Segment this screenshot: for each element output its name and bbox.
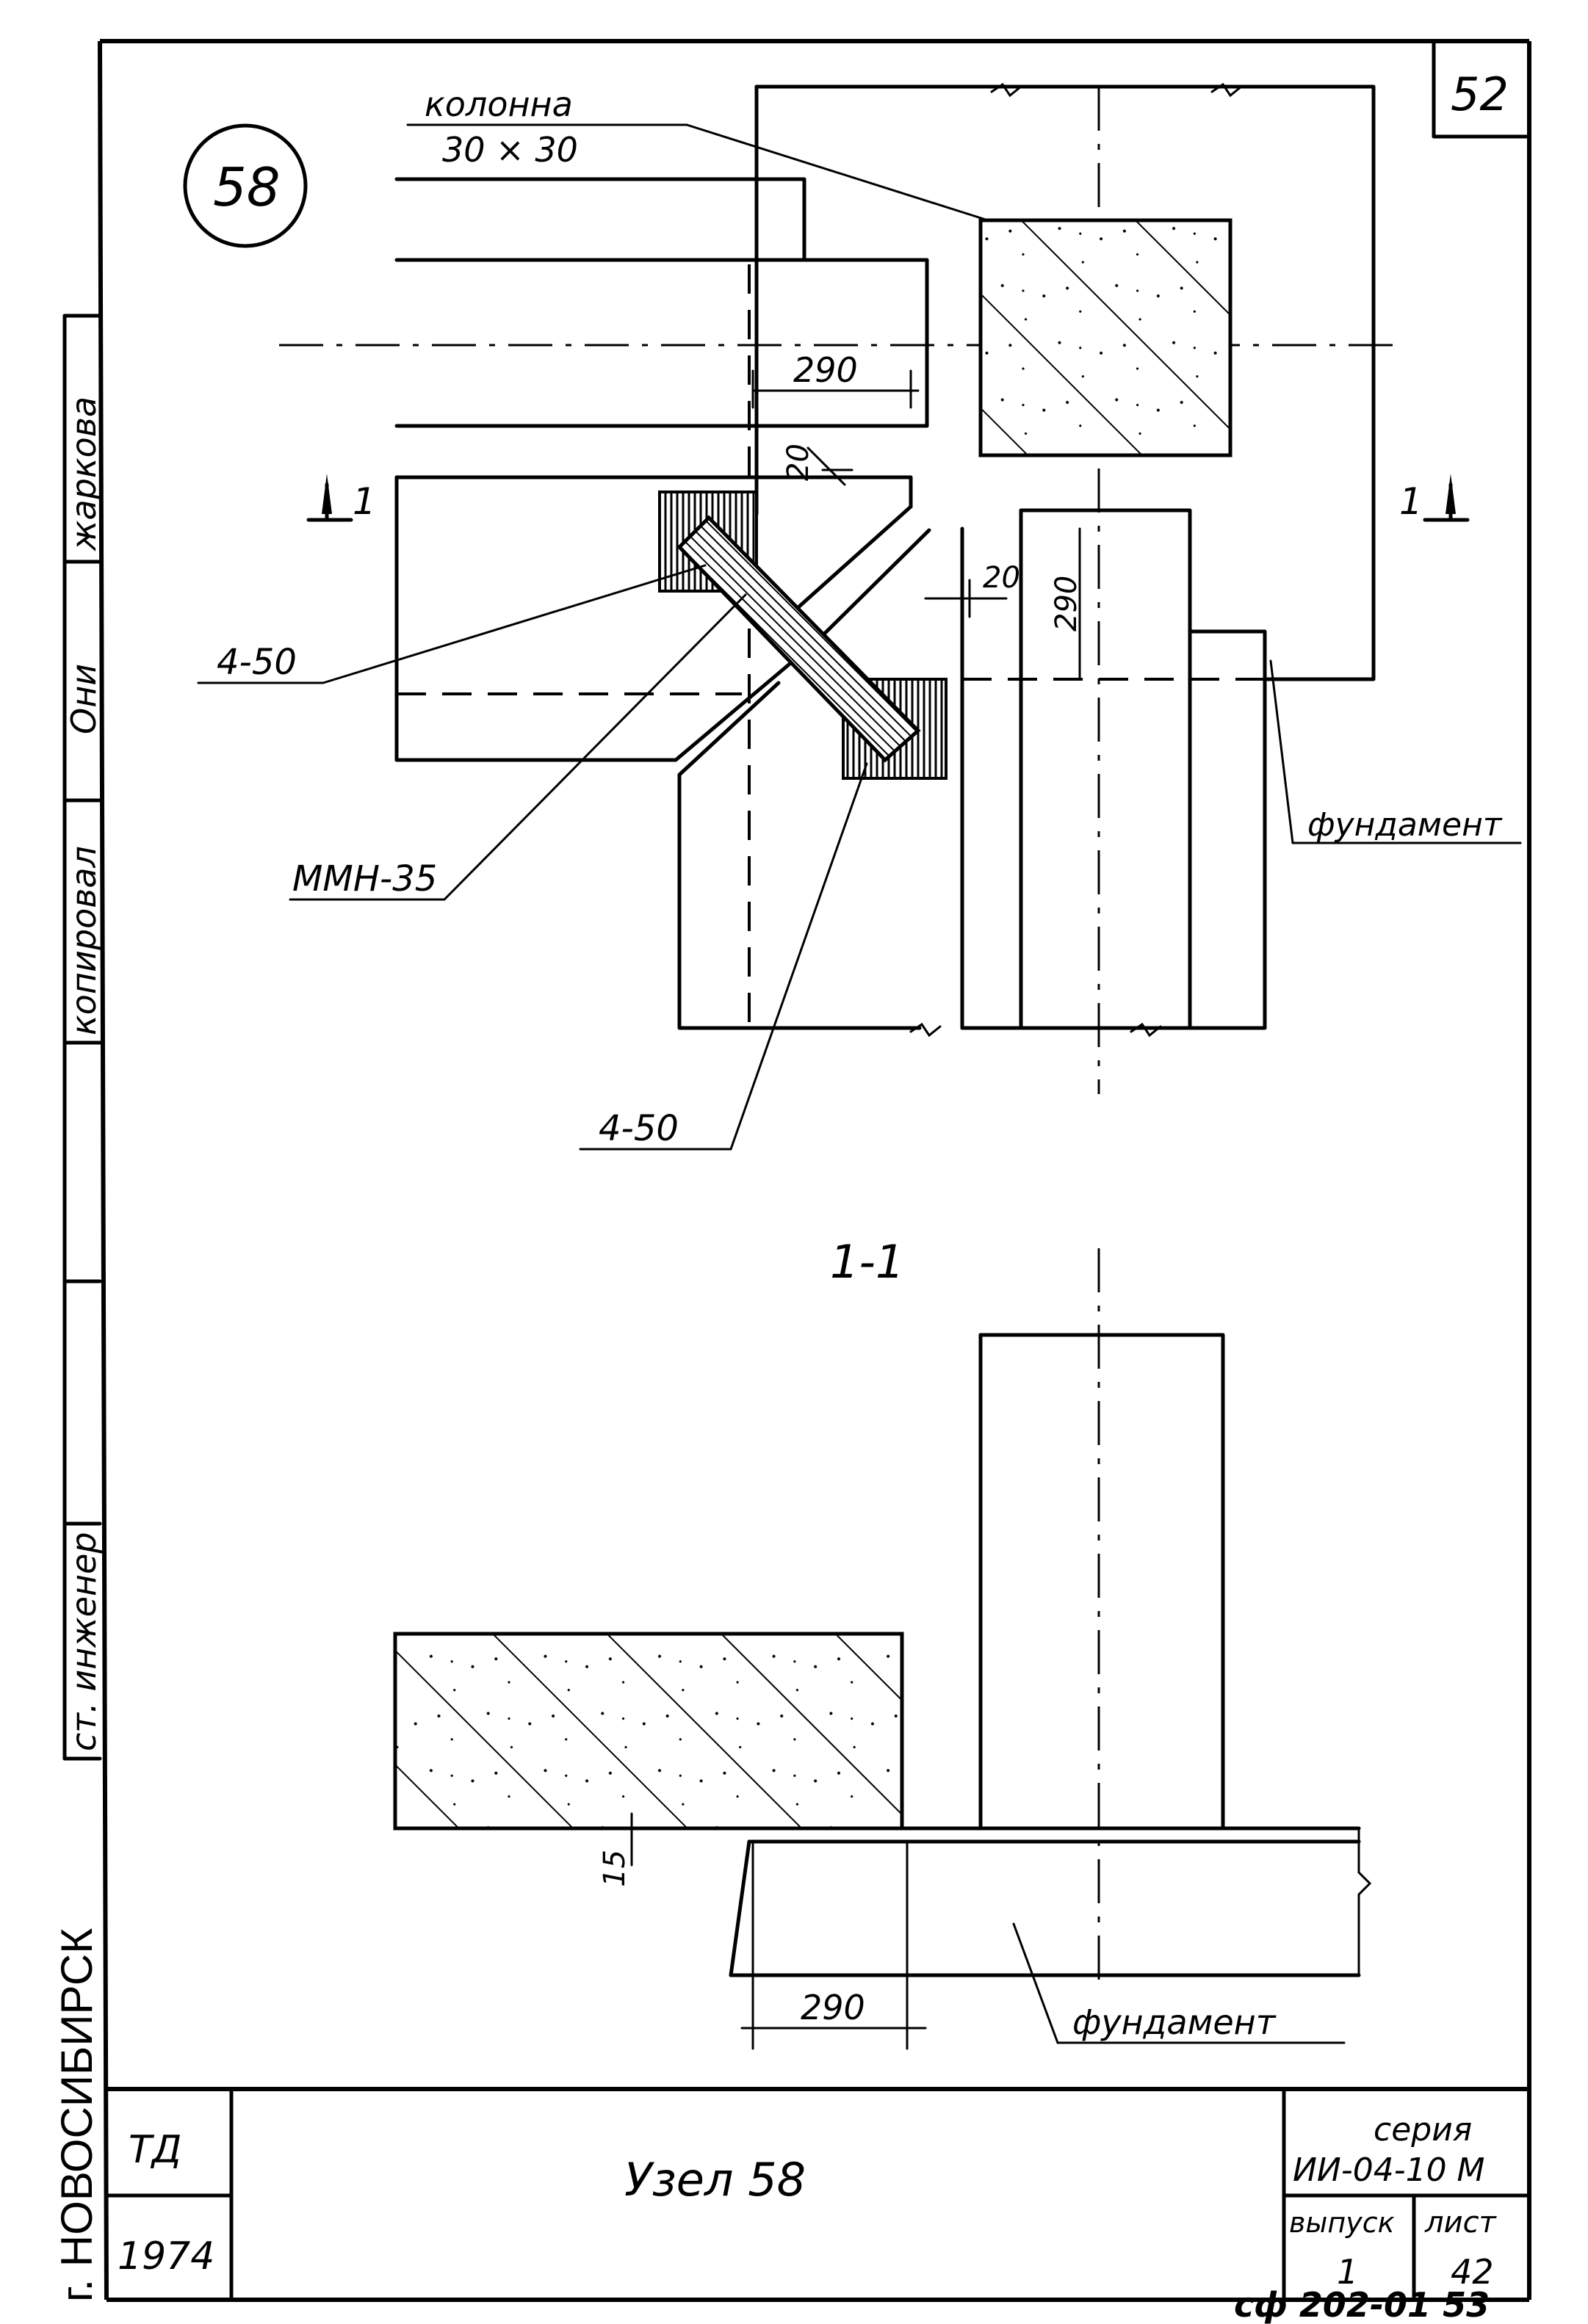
- beam-section: [393, 1632, 904, 1831]
- foundation-label-upper: фундамент: [1307, 806, 1503, 844]
- section-title: 1-1: [830, 1235, 904, 1289]
- node-circle: 58: [183, 123, 308, 248]
- section-1-1: 1-1 290 15 фундамент: [393, 1235, 1372, 2050]
- series-value: ИИ-04-10 М: [1293, 2151, 1485, 2189]
- dim-290-section: 290: [801, 1988, 865, 2027]
- plan-view: 290 20 20 290 1 1 колонна 30 × 30: [197, 82, 1522, 1151]
- sheet-label: лист: [1424, 2206, 1498, 2240]
- sheet-frame: [98, 39, 1531, 2302]
- dim-290-top: 290: [793, 350, 858, 390]
- plate-label: ММН-35: [292, 858, 437, 899]
- title-block: ТД 1974 Узел 58 серия ИИ-04-10 М выпуск …: [104, 2087, 1531, 2302]
- strip-cell-3: копировал: [64, 846, 104, 1035]
- year: 1974: [118, 2234, 214, 2278]
- anchor-label-lower: 4-50: [599, 1108, 679, 1149]
- column-label: колонна: [425, 84, 573, 124]
- column-section: [978, 218, 1232, 457]
- dim-20-right: 20: [983, 561, 1020, 595]
- org-code: ТД: [129, 2128, 181, 2172]
- steel-plate: [676, 515, 921, 763]
- side-strip: жаркова Они копировал ст. инженер г. НОВ…: [52, 314, 104, 2302]
- column-size: 30 × 30: [442, 130, 578, 170]
- svg-text:1: 1: [1399, 480, 1423, 523]
- series-label: серия: [1374, 2111, 1472, 2149]
- sheet-number: 52: [1451, 68, 1509, 121]
- anchor-label-upper: 4-50: [217, 642, 297, 683]
- section-mark-right: 1: [1399, 474, 1470, 523]
- node-number: 58: [213, 156, 281, 218]
- dim-290-vertical: 290: [1050, 576, 1083, 631]
- issue-label: выпуск: [1289, 2207, 1395, 2239]
- sheet-value: 42: [1451, 2252, 1494, 2292]
- sheet-number-box: 52: [1432, 39, 1531, 139]
- drawing-title: Узел 58: [624, 2153, 806, 2207]
- strip-cell-4: ст. инженер: [64, 1532, 104, 1751]
- strip-cell-2: Они: [64, 664, 104, 734]
- dim-15: 15: [598, 1850, 632, 1887]
- issue-value: 1: [1337, 2252, 1358, 2292]
- city-label: г. НОВОСИБИРСК: [52, 1928, 101, 2302]
- dim-20-top: 20: [782, 444, 815, 481]
- strip-cell-1: жаркова: [64, 397, 104, 551]
- section-mark-left: 1: [306, 474, 376, 523]
- svg-text:1: 1: [353, 480, 376, 523]
- foundation-label-lower: фундамент: [1072, 2002, 1277, 2042]
- document-code: сф 202-01 53: [1234, 2285, 1490, 2324]
